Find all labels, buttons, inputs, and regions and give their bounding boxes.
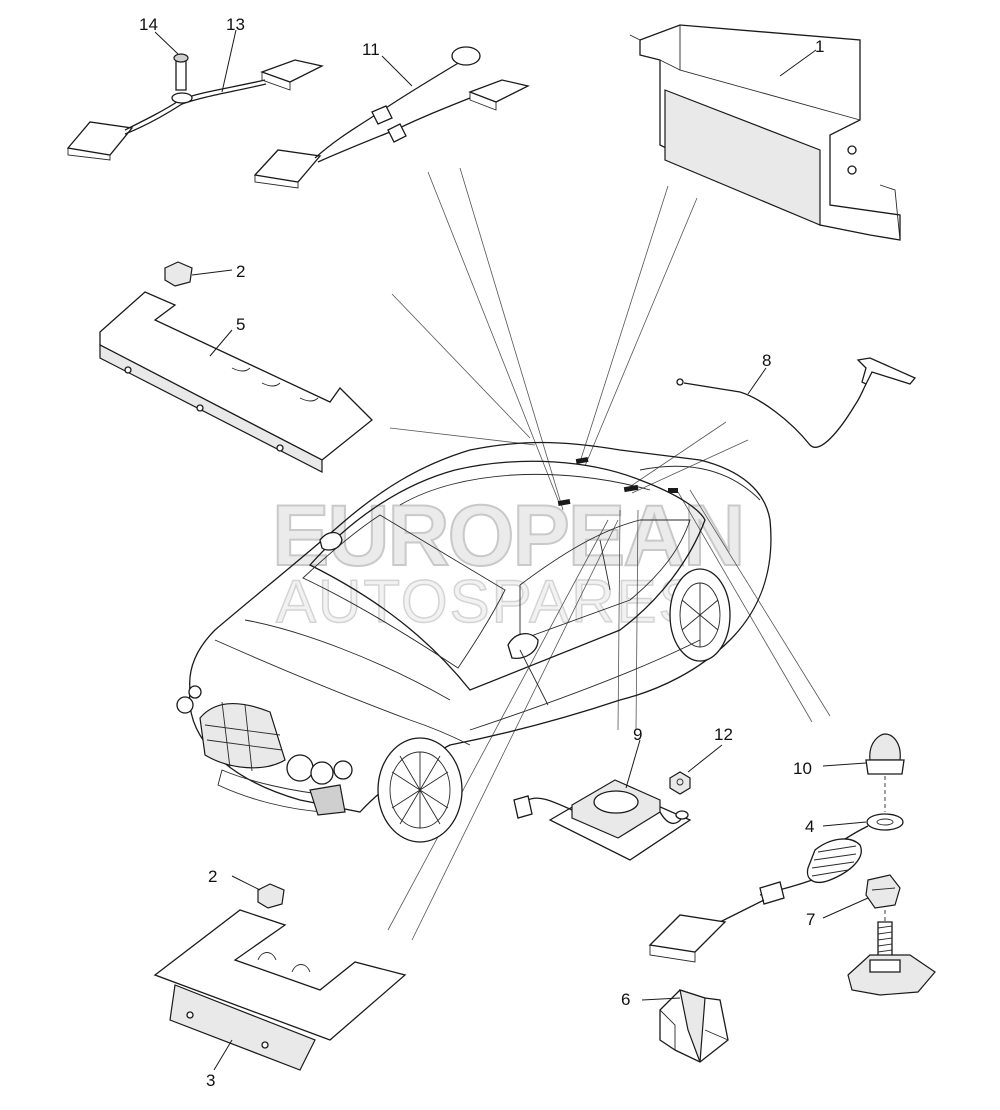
callout-1: 1 [815,37,824,56]
part-4-earth-lead [648,813,904,963]
callout-8: 8 [762,351,771,370]
car-body [176,441,772,843]
part-7-clip [865,874,901,909]
part-11-wiring-loom [253,46,530,189]
part-13-wiring-loom [66,53,324,161]
callout-2-upper: 2 [236,262,245,281]
part-5-bracket [99,291,373,473]
part-6-clip [659,989,729,1063]
part-12-nut [669,771,691,795]
callout-5: 5 [236,315,245,334]
callout-11: 11 [362,40,380,59]
sight-lines [387,167,831,941]
callout-labels: 1 2 2 3 4 5 6 7 8 9 10 11 12 13 14 [139,15,824,1090]
callout-12: 12 [714,725,733,744]
part-2-clip-lower [257,883,285,909]
callout-3: 3 [206,1071,215,1090]
part-8-aerial-cable [676,357,917,448]
callout-2-lower: 2 [208,867,217,886]
part-9-module [513,779,692,861]
watermark-line1: EUROPEAN [272,488,743,584]
callout-4: 4 [805,817,814,836]
callout-9: 9 [633,725,642,744]
leader-lines [154,29,869,1071]
callout-6: 6 [621,990,630,1009]
watermark: EUROPEAN AUTOSPARES [271,487,746,636]
callout-13: 13 [226,15,245,34]
callout-7: 7 [806,910,815,929]
callout-14: 14 [139,15,158,34]
part-3-bracket [153,909,407,1071]
callout-10: 10 [793,759,812,778]
part-1-module [629,24,901,241]
earth-stud-bolt [847,921,936,996]
part-2-clip-upper [164,261,193,287]
part-10-cap-nut [865,733,905,775]
